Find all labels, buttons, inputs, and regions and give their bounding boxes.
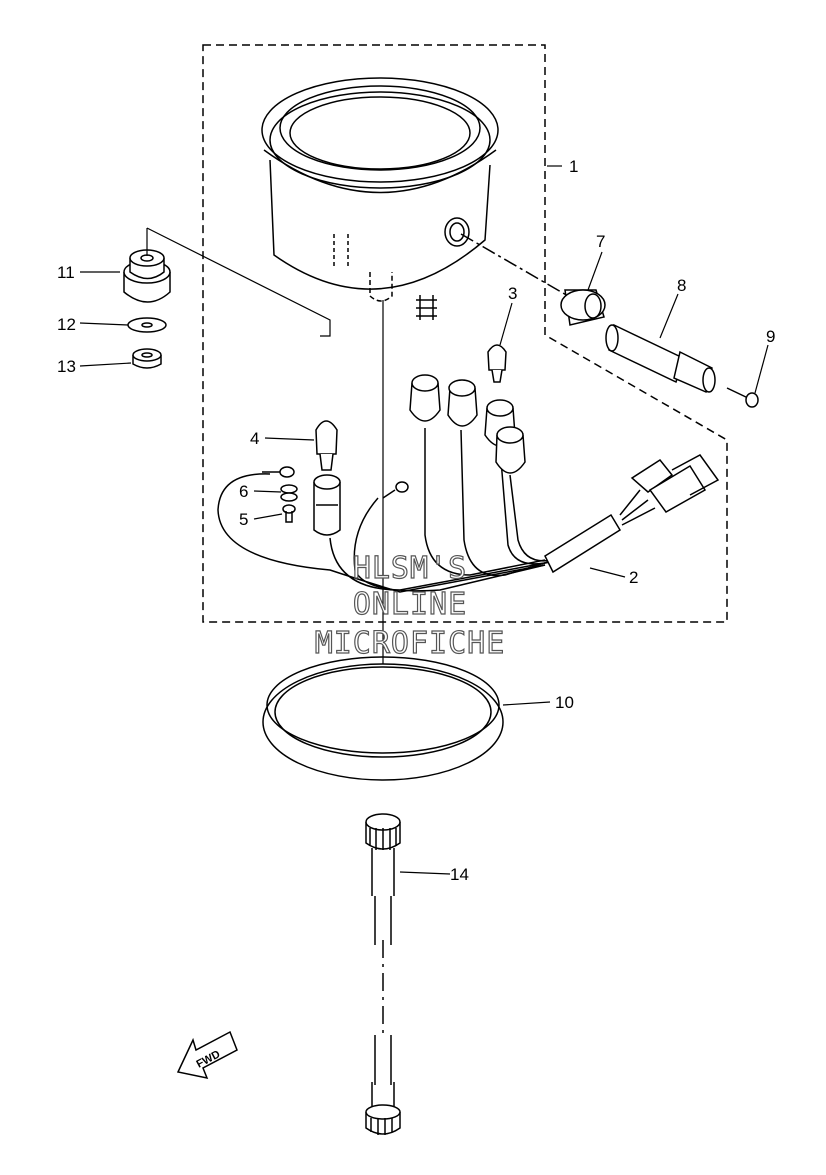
callout-3: 3 <box>508 284 517 303</box>
lamp-socket-b <box>447 379 478 427</box>
nut-13 <box>132 348 162 369</box>
watermark-line-2: ONLINE <box>353 587 467 622</box>
callout-14: 14 <box>450 865 469 884</box>
lamp-socket-a <box>409 374 441 422</box>
washer-6 <box>280 484 298 502</box>
callout-5: 5 <box>239 510 248 529</box>
callout-4: 4 <box>250 429 259 448</box>
assembly-boundary <box>202 44 728 623</box>
bulb-3 <box>487 344 507 383</box>
fwd-arrow-icon: FWD <box>176 1030 238 1080</box>
leader-lines <box>79 165 769 875</box>
callout-7: 7 <box>596 232 605 251</box>
watermark-line-3: MICROFICHE <box>315 626 506 661</box>
callout-8: 8 <box>677 276 686 295</box>
callout-2: 2 <box>629 568 638 587</box>
bulb-4 <box>315 420 338 471</box>
socket-8 <box>605 323 716 394</box>
washer-12 <box>127 317 167 333</box>
socket-large <box>313 474 341 536</box>
ring-terminal-b <box>382 481 409 499</box>
callout-6: 6 <box>239 482 248 501</box>
grommet-7 <box>460 233 606 326</box>
meter-cable-14 <box>365 813 401 1135</box>
screw-9 <box>726 387 759 408</box>
callout-9: 9 <box>766 327 775 346</box>
screw-5 <box>282 504 296 523</box>
rubber-mount-11 <box>123 227 331 337</box>
callout-13: 13 <box>57 357 76 376</box>
callout-12: 12 <box>57 315 76 334</box>
lamp-socket-d <box>495 426 526 474</box>
watermark-line-1: HLSM'S <box>353 551 467 586</box>
watermark: HLSM'S ONLINE MICROFICHE <box>314 550 506 661</box>
meter-housing <box>261 77 499 320</box>
callout-1: 1 <box>569 157 578 176</box>
ring-terminal-a <box>262 466 295 478</box>
wire-harness <box>217 428 720 593</box>
callout-10: 10 <box>555 693 574 712</box>
callout-labels: 1 2 3 4 5 6 7 8 9 10 11 12 13 14 <box>57 157 775 884</box>
seal-ring-10 <box>262 656 504 781</box>
callout-11: 11 <box>57 263 75 282</box>
